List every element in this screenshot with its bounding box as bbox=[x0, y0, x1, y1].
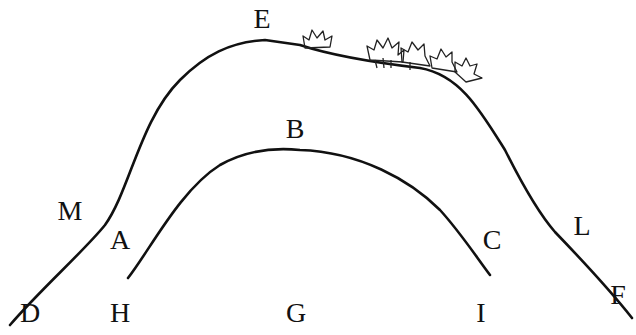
inner-arch bbox=[128, 149, 490, 278]
point-label: M bbox=[58, 197, 83, 225]
point-label: G bbox=[286, 299, 306, 327]
bush bbox=[455, 58, 482, 82]
point-label: B bbox=[286, 115, 305, 143]
bush bbox=[401, 42, 430, 66]
point-label: D bbox=[20, 299, 40, 327]
point-label: C bbox=[483, 226, 502, 254]
point-label: E bbox=[253, 5, 270, 33]
point-label: H bbox=[110, 299, 130, 327]
bush bbox=[303, 30, 332, 48]
point-label: F bbox=[610, 281, 626, 309]
bush bbox=[367, 38, 404, 62]
point-label: A bbox=[110, 226, 130, 254]
outer-arch bbox=[10, 40, 632, 325]
bush-stems bbox=[375, 58, 410, 70]
point-label: I bbox=[476, 299, 485, 327]
point-label: L bbox=[573, 212, 590, 240]
bush bbox=[430, 49, 457, 72]
bushes bbox=[303, 30, 482, 82]
